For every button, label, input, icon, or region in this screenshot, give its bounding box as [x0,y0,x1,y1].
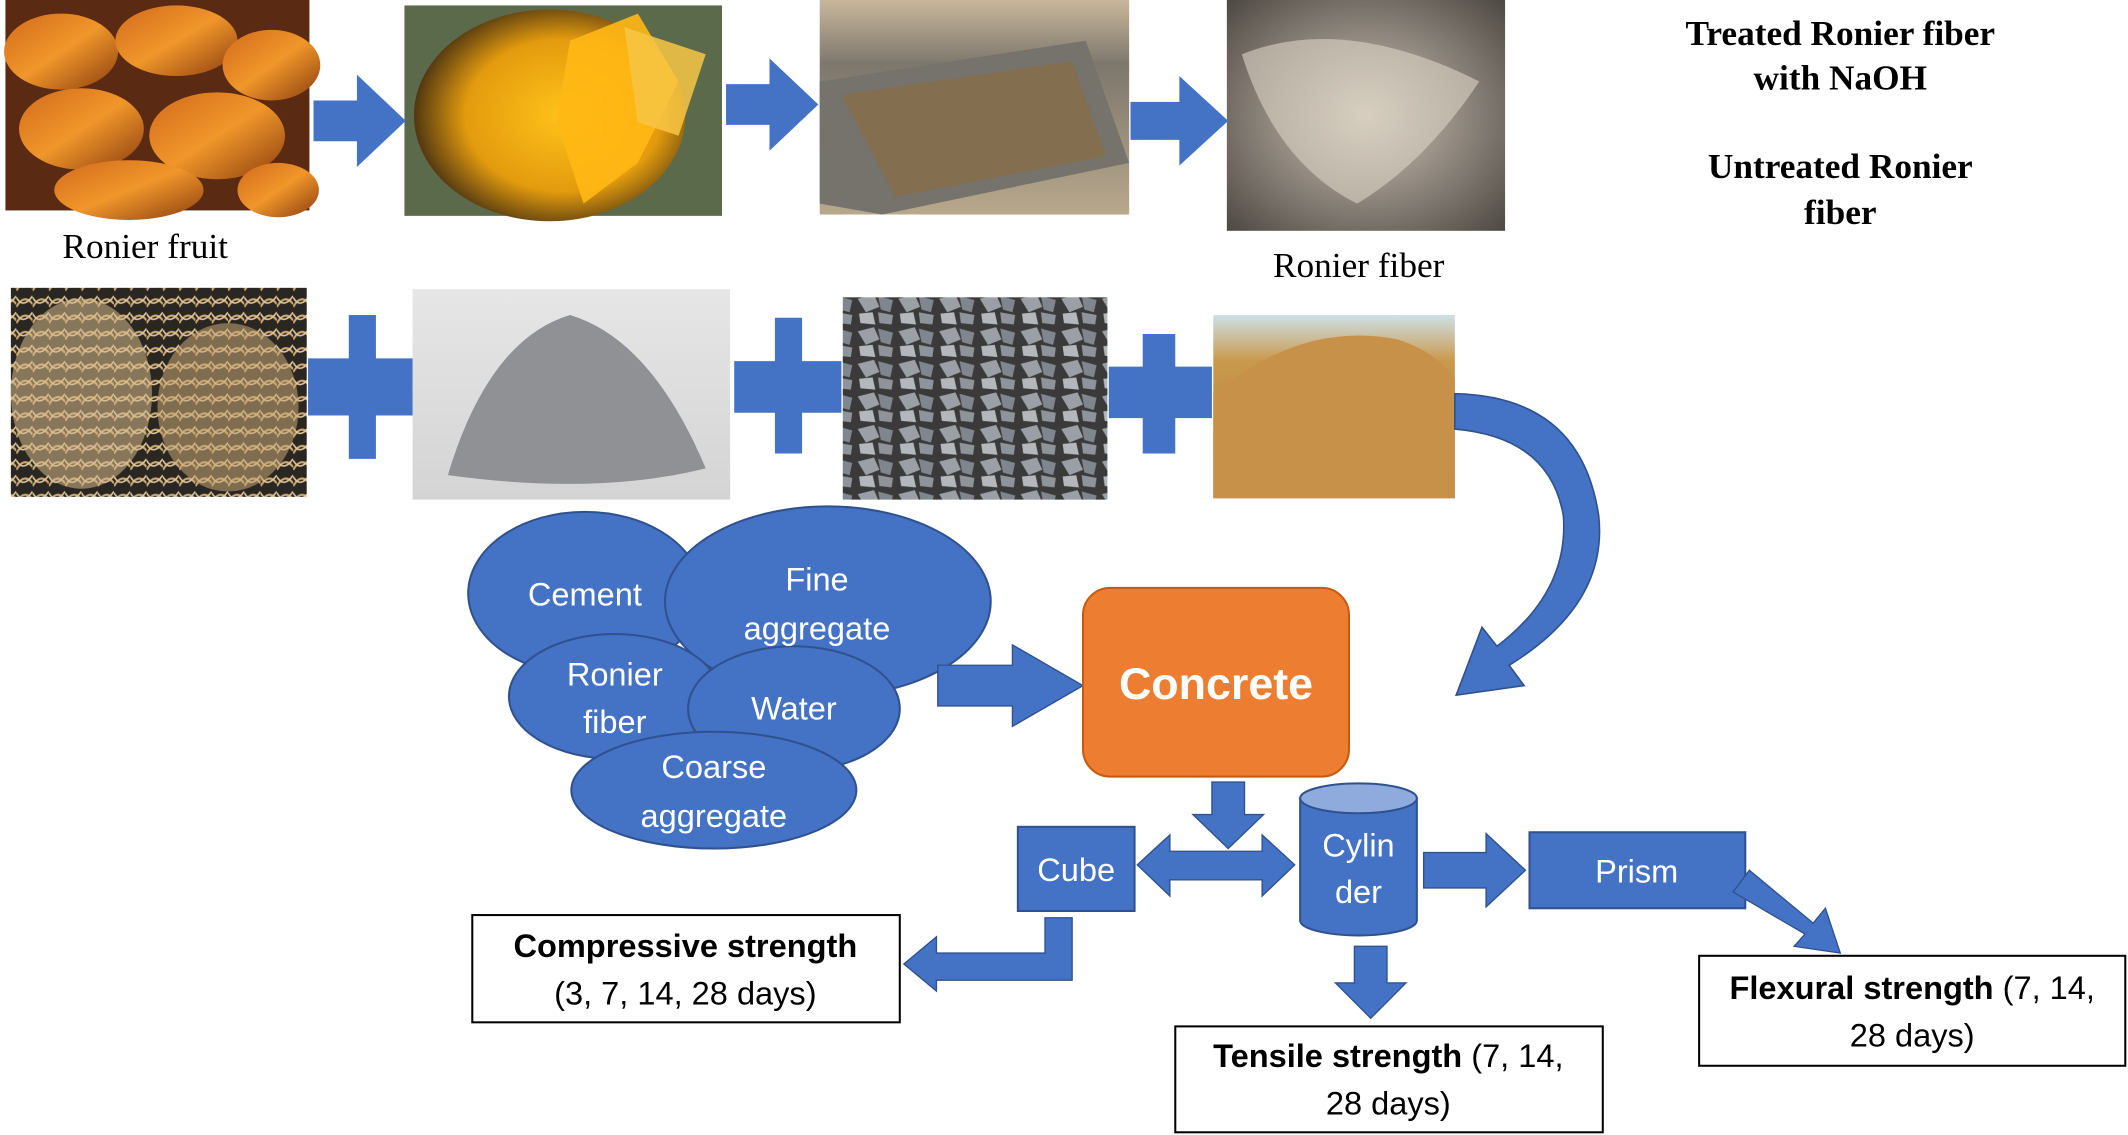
water-label: Water [751,691,837,727]
row1-arrow-2 [726,58,819,151]
cylinder-shape [1299,782,1418,937]
coarse-aggregate-photo [842,297,1108,500]
prism-arrow [1422,832,1527,909]
mix-arrow [937,643,1085,728]
prism-label: Prism [1595,853,1678,889]
ronier-fiber-label: Ronier fiber [1273,246,1445,285]
concrete-label: Concrete [1119,659,1313,709]
cement-photo [412,289,731,500]
prism-box [1528,831,1747,910]
fiber-samples-photo [10,287,307,497]
compressive-days: (3, 7, 14, 28 days) [554,976,816,1012]
flexural-title: Flexural strength [1729,970,1993,1006]
coarse-aggregate-label-line1: Coarse [661,749,766,785]
untreated-fiber-note-line2: fiber [1804,193,1876,232]
fine-aggregate-label-line2: aggregate [744,610,891,646]
row1-arrow-3 [1130,76,1229,166]
tensile-result-box [1174,1025,1604,1134]
ronier-fiber-photo [1226,0,1506,231]
ronier-fiber-label-line1: Ronier [567,657,663,693]
tensile-title: Tensile strength [1213,1038,1462,1074]
cylinder-label-line1: Cylin [1322,828,1394,864]
ronier-fruit-label: Ronier fruit [62,227,228,266]
tensile-arrow [1333,945,1408,1020]
coarse-aggregate-label-line2: aggregate [641,798,788,834]
tensile-line1: Tensile strength (7, 14, [1213,1038,1563,1074]
compressive-result-box [471,914,901,1024]
untreated-fiber-note-line1: Untreated Ronier [1708,147,1973,186]
drying-fiber-photo [819,0,1130,215]
tensile-days-b: 28 days) [1326,1086,1451,1122]
flexural-arrow [1732,869,1842,954]
cement-label: Cement [528,577,642,613]
coarse-aggregate-ellipse [570,730,858,850]
flexural-days-b: 28 days) [1850,1018,1975,1054]
tensile-days-a: (7, 14, [1462,1038,1563,1074]
plus-icon-2 [734,317,842,454]
ronier-fruit-photo [4,0,321,220]
ronier-fiber-label-line2: fiber [583,704,646,740]
row1-arrow-1 [313,74,406,167]
cylinder-label-line2: der [1335,874,1382,910]
opened-fruit-photo [404,5,722,222]
cube-box [1016,825,1136,913]
compressive-arrow [902,917,1073,993]
flexural-days-a: (7, 14, [1994,970,2095,1006]
flexural-line1: Flexural strength (7, 14, [1729,970,2094,1006]
concrete-down-arrow [1191,781,1266,850]
treated-fiber-note-line2: with NaOH [1754,59,1927,98]
curved-arrow [1454,392,1601,697]
fine-aggregate-label-line1: Fine [785,562,848,598]
cube-label: Cube [1037,852,1115,888]
plus-icon-1 [308,314,413,459]
cube-cylinder-double-arrow [1136,833,1296,898]
compressive-title: Compressive strength [513,928,857,964]
treated-fiber-note-line1: Treated Ronier fiber [1685,14,1995,53]
concrete-box [1081,586,1351,778]
flexural-result-box [1698,954,2127,1067]
sand-photo [1213,314,1455,499]
plus-icon-3 [1108,333,1212,454]
